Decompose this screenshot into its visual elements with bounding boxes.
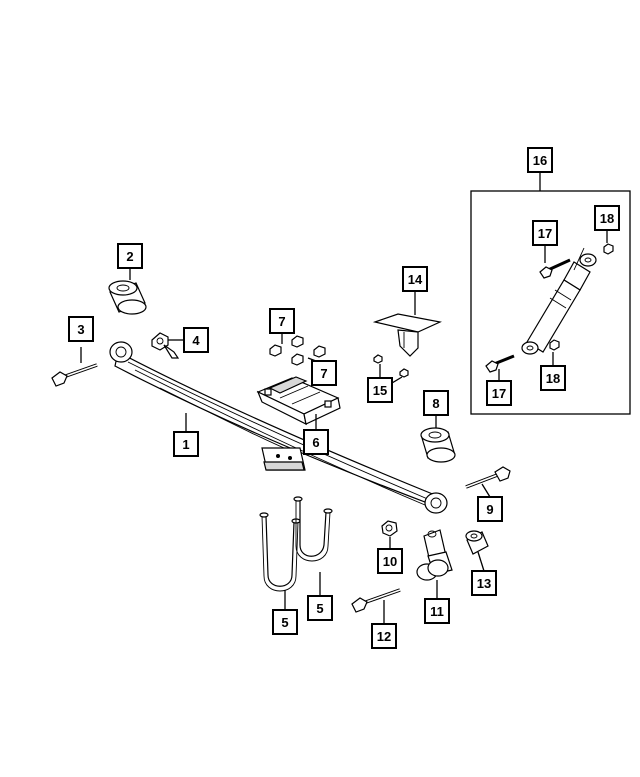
callout-11: 11 bbox=[424, 598, 450, 624]
callout-5-right: 5 bbox=[307, 595, 333, 621]
callout-label: 6 bbox=[312, 435, 319, 450]
callout-12: 12 bbox=[371, 623, 397, 649]
callout-label: 11 bbox=[430, 604, 444, 619]
callout-label: 7 bbox=[320, 366, 327, 381]
shock-lower-nut bbox=[549, 339, 560, 351]
callout-7-upper: 7 bbox=[269, 308, 295, 334]
u-bolt-nuts bbox=[269, 335, 326, 366]
bracket-nuts bbox=[373, 354, 409, 378]
callout-label: 13 bbox=[477, 576, 491, 591]
callout-label: 9 bbox=[486, 502, 493, 517]
flag-nut bbox=[151, 332, 180, 359]
callout-5-left: 5 bbox=[272, 609, 298, 635]
callout-label: 18 bbox=[546, 371, 560, 386]
callout-label: 18 bbox=[600, 211, 614, 226]
u-bolt-plate bbox=[256, 376, 341, 426]
shock-bracket bbox=[372, 313, 442, 357]
shackle-nut bbox=[381, 520, 398, 537]
callout-18-lower: 18 bbox=[540, 365, 566, 391]
front-eye-bolt bbox=[51, 363, 98, 387]
callout-label: 5 bbox=[281, 615, 288, 630]
callout-label: 15 bbox=[373, 383, 387, 398]
callout-4: 4 bbox=[183, 327, 209, 353]
shock-kit-group-box bbox=[470, 190, 631, 415]
callout-label: 2 bbox=[126, 249, 133, 264]
callout-label: 17 bbox=[492, 386, 506, 401]
leader-15b bbox=[391, 376, 403, 384]
callout-label: 10 bbox=[383, 554, 397, 569]
shock-upper-bolt bbox=[539, 258, 571, 279]
shock-lower-bolt bbox=[485, 354, 515, 373]
leaf-spring bbox=[109, 341, 448, 514]
callout-17-upper: 17 bbox=[532, 220, 558, 246]
callout-6: 6 bbox=[303, 429, 329, 455]
callout-label: 14 bbox=[408, 272, 423, 287]
callout-10: 10 bbox=[377, 548, 403, 574]
spring-bushing-front bbox=[108, 280, 147, 315]
callout-1: 1 bbox=[173, 431, 199, 457]
callout-label: 1 bbox=[182, 437, 189, 452]
callout-label: 12 bbox=[377, 629, 391, 644]
callout-16: 16 bbox=[527, 147, 553, 173]
leader-9 bbox=[481, 483, 491, 498]
shock-upper-nut bbox=[603, 243, 614, 255]
callout-17-lower: 17 bbox=[486, 380, 512, 406]
callout-label: 5 bbox=[316, 601, 323, 616]
callout-8: 8 bbox=[423, 390, 449, 416]
shackle-bushing bbox=[465, 530, 489, 555]
callout-18-upper: 18 bbox=[594, 205, 620, 231]
callout-9: 9 bbox=[477, 496, 503, 522]
callout-15: 15 bbox=[367, 377, 393, 403]
shock-absorber bbox=[521, 247, 597, 355]
u-bolt-left bbox=[259, 512, 301, 592]
callout-label: 4 bbox=[192, 333, 200, 348]
callout-14: 14 bbox=[402, 266, 428, 292]
rear-eye-bolt bbox=[465, 466, 511, 489]
callout-label: 8 bbox=[432, 396, 439, 411]
shackle-bolt bbox=[351, 588, 401, 613]
callout-7-lower: 7 bbox=[311, 360, 337, 386]
leader-13 bbox=[477, 551, 485, 572]
spring-bushing-rear bbox=[420, 427, 456, 463]
callout-label: 16 bbox=[533, 153, 547, 168]
callout-label: 17 bbox=[538, 226, 552, 241]
callout-label: 7 bbox=[278, 314, 285, 329]
callout-3: 3 bbox=[68, 316, 94, 342]
callout-2: 2 bbox=[117, 243, 143, 269]
spring-shackle bbox=[416, 529, 453, 581]
callout-13: 13 bbox=[471, 570, 497, 596]
u-bolt-right bbox=[293, 496, 333, 562]
callout-label: 3 bbox=[77, 322, 84, 337]
